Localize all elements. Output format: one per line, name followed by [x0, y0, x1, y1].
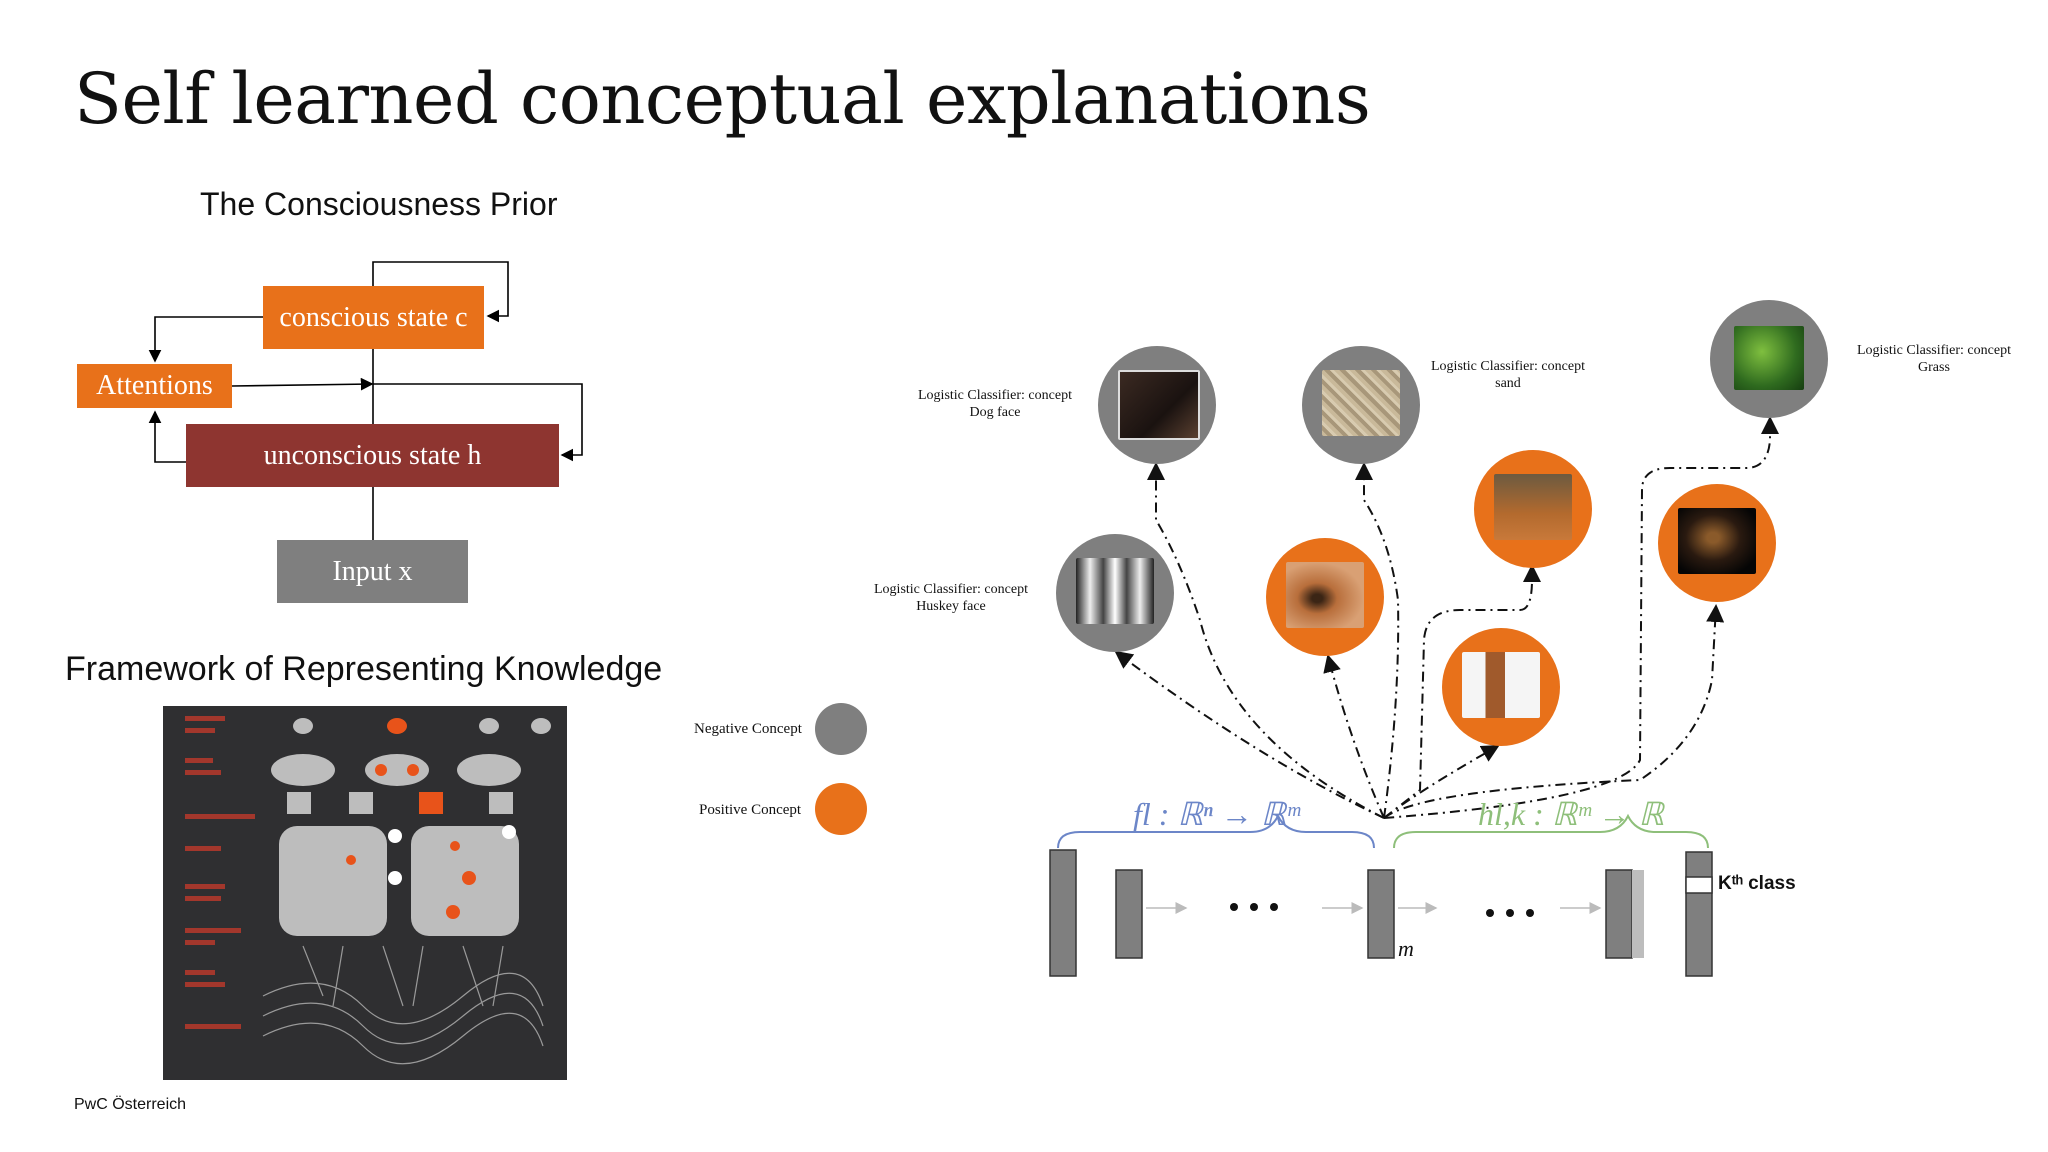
ellipsis-dots	[1230, 903, 1534, 917]
attentions-box: Attentions	[77, 364, 232, 408]
husky-face-image	[1076, 558, 1154, 624]
concept-dog-face	[1098, 346, 1216, 464]
sand-image	[1322, 370, 1400, 436]
concept-horse-leg	[1442, 628, 1560, 746]
legend-negative-label: Negative Concept	[694, 721, 802, 737]
concept-sand	[1302, 346, 1420, 464]
concept-horse-dark	[1658, 484, 1776, 602]
slide-title: Self learned conceptual explanations	[74, 58, 1371, 140]
legend-negative-swatch	[815, 703, 867, 755]
input-box: Input x	[277, 540, 468, 603]
framework-image	[163, 706, 567, 1080]
layer-shadow	[1632, 870, 1644, 958]
kth-class-label: Kᵗʰ class	[1718, 873, 1796, 894]
horse-leg-image	[1462, 652, 1540, 718]
dog-face-image	[1118, 370, 1200, 440]
concept-grass	[1710, 300, 1828, 418]
network-layers	[1049, 849, 1713, 977]
horse-dark-image	[1678, 508, 1756, 574]
grass-image	[1734, 326, 1804, 390]
horse-eye-image	[1286, 562, 1364, 628]
legend-positive-label: Positive Concept	[699, 802, 802, 818]
f-brace	[1057, 813, 1375, 849]
consciousness-prior-title: The Consciousness Prior	[200, 186, 558, 222]
h-brace	[1393, 813, 1709, 849]
consciousness-prior-arrows	[148, 261, 583, 540]
h-mapping-label: hl,k : ℝᵐ → ℝ	[1478, 796, 1664, 832]
concept-horse-ears	[1474, 450, 1592, 568]
f-mapping-label: fl : ℝⁿ → ℝᵐ	[1133, 796, 1300, 832]
horse-ears-image	[1494, 474, 1572, 540]
conscious-state-box: conscious state c	[263, 286, 484, 349]
m-label: m	[1398, 936, 1414, 961]
concept-horse-eye	[1266, 538, 1384, 656]
footer: PwC Österreich	[74, 1096, 187, 1113]
kth-class-cell	[1685, 876, 1713, 894]
unconscious-state-box: unconscious state h	[186, 424, 559, 487]
legend-positive-swatch	[815, 783, 867, 835]
framework-title: Framework of Representing Knowledge	[65, 650, 663, 688]
concept-arrows	[1114, 416, 1779, 819]
concept-husky-face	[1056, 534, 1174, 652]
